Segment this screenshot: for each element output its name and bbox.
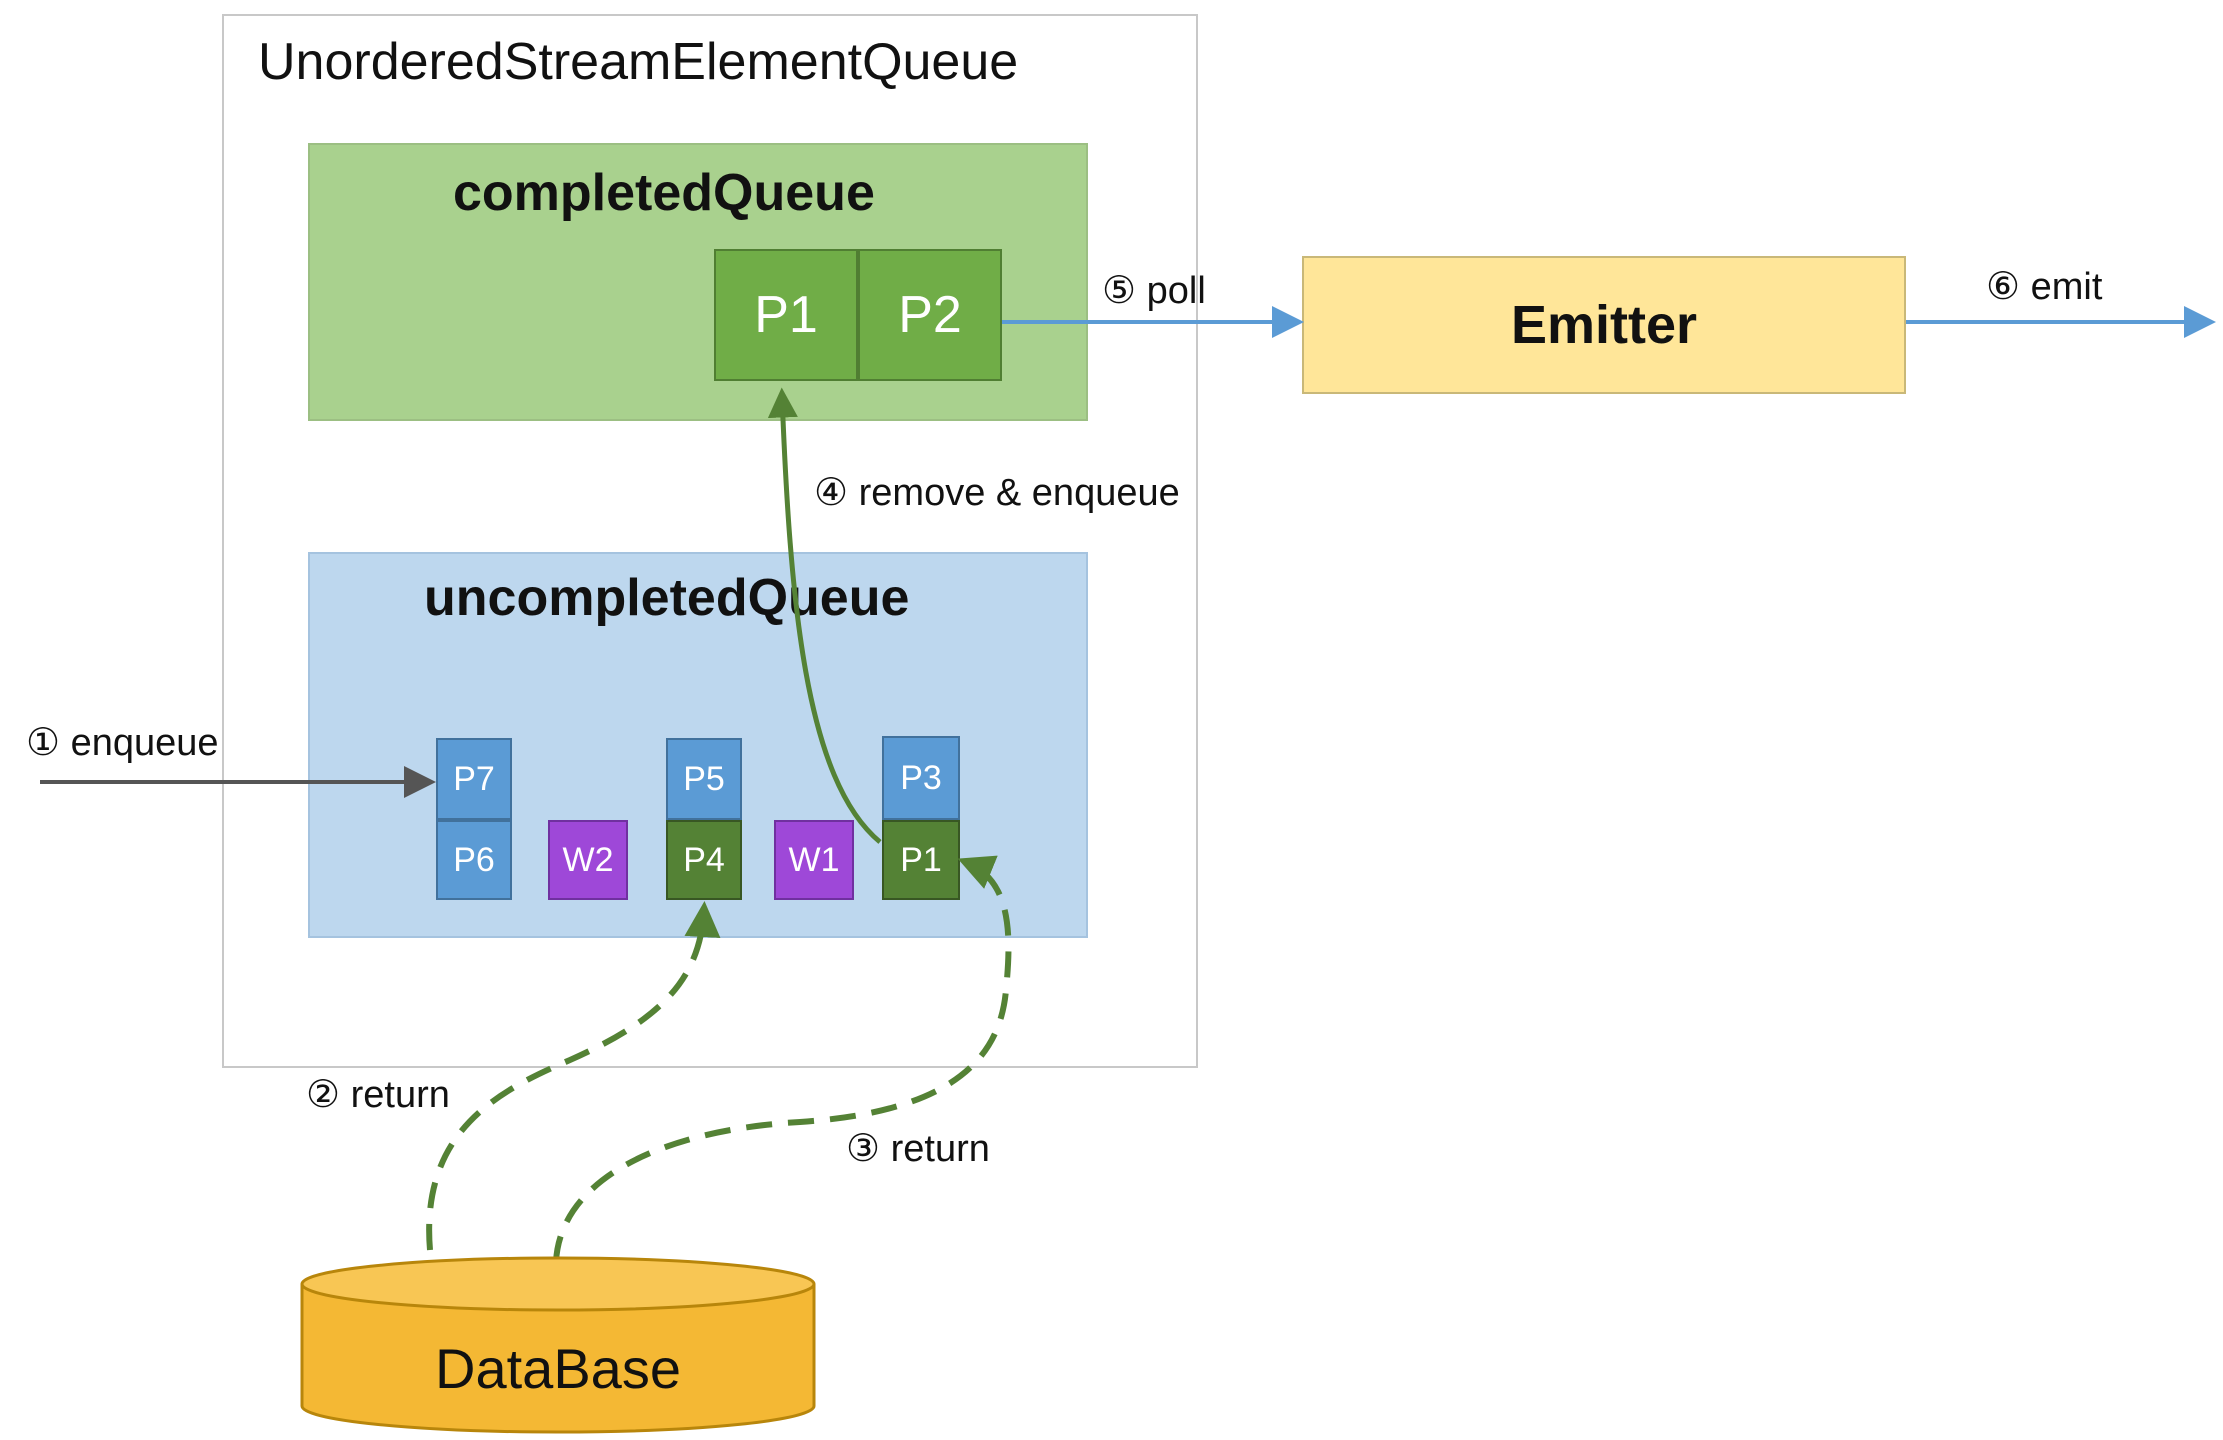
uncompleted-item-p3: P3 <box>882 736 960 820</box>
completed-item-p2: P2 <box>858 249 1002 381</box>
outer-queue-title: UnorderedStreamElementQueue <box>258 33 1019 91</box>
return-3-arrow <box>553 855 1012 1263</box>
step-return-2-label: ② return <box>306 1074 450 1116</box>
database-cylinder <box>300 1256 816 1434</box>
step-emit-label: ⑥ emit <box>1986 266 2103 308</box>
remove-enqueue-arrow <box>767 387 882 844</box>
emitter-box <box>1302 256 1906 394</box>
database-label: DataBase <box>435 1337 681 1400</box>
step-return-3-label: ③ return <box>846 1128 990 1170</box>
uncompleted-item-p4: P4 <box>666 820 742 900</box>
emitter-label: Emitter <box>1510 295 1698 355</box>
uncompleted-item-p6: P6 <box>436 820 512 900</box>
step-enqueue-label: ① enqueue <box>26 722 219 764</box>
uncompleted-item-w2: W2 <box>548 820 628 900</box>
uncompleted-item-p1: P1 <box>882 820 960 900</box>
uncompleted-queue-title: uncompletedQueue <box>424 569 910 627</box>
return-2-arrow <box>426 901 721 1251</box>
uncompleted-item-p5: P5 <box>666 738 742 820</box>
completed-queue-title: completedQueue <box>453 164 875 222</box>
completed-item-p1: P1 <box>714 249 858 381</box>
uncompleted-item-w1: W1 <box>774 820 854 900</box>
uncompleted-item-p7: P7 <box>436 738 512 820</box>
step-remove-enqueue-label: ④ remove & enqueue <box>814 472 1180 514</box>
step-poll-label: ⑤ poll <box>1102 270 1206 312</box>
